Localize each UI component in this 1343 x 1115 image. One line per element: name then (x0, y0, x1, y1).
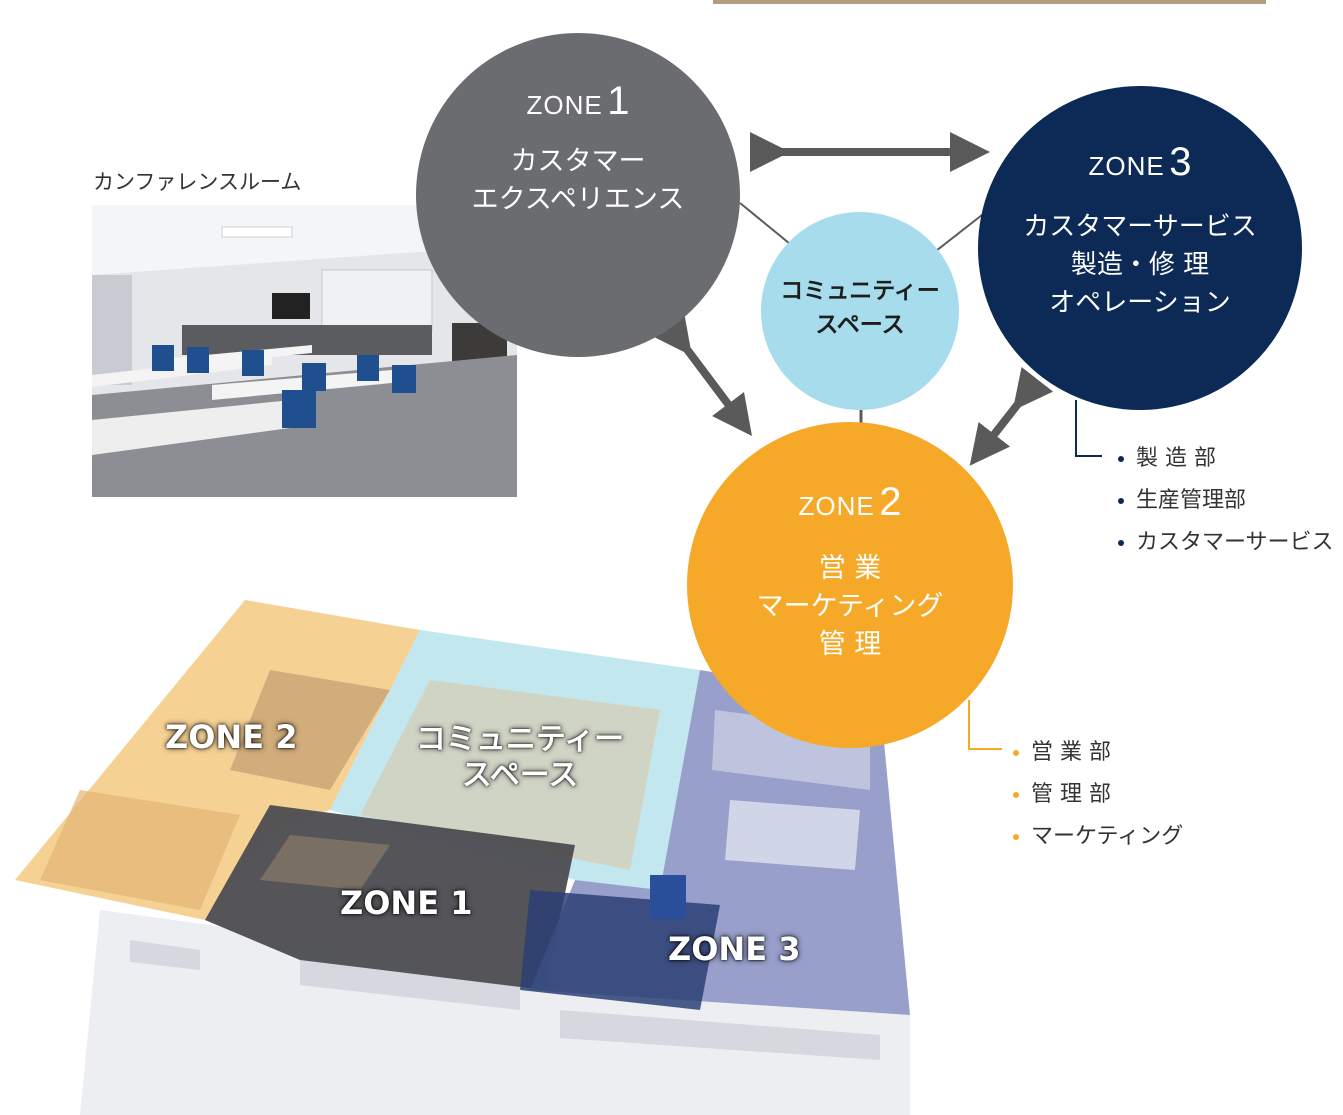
top-decorative-bar (713, 0, 1266, 4)
plan-zone3-label: ZONE 3 (668, 930, 801, 968)
zone3-description: カスタマーサービス 製造・修 理 オペレーション (1023, 212, 1257, 318)
zone2-dept-item: 営 業 部 (1013, 734, 1111, 766)
zone3-dept-item: 生産管理部 (1118, 482, 1246, 514)
community-circle: コミュニティー スペース (761, 212, 959, 410)
zone3-dept-item: 製 造 部 (1118, 440, 1216, 472)
zone1-heading: ZONE 1 (526, 79, 630, 123)
zone2-description: 営 業 マーケティング 管 理 (756, 553, 944, 660)
zone2-circle: ZONE 2 営 業 マーケティング 管 理 (687, 422, 1013, 748)
zone1-description: カスタマー エクスペリエンス (471, 146, 685, 215)
community-description: コミュニティー スペース (780, 278, 940, 338)
zone3-heading: ZONE 3 (1088, 140, 1192, 184)
plan-zone1-label: ZONE 1 (340, 884, 473, 922)
photo-caption: カンファレンスルーム (93, 170, 302, 194)
zone2-dept-bracket (968, 700, 1002, 750)
zone2-dept-item: 管 理 部 (1013, 776, 1111, 808)
zone2-heading: ZONE 2 (798, 480, 902, 524)
arrow-zone1-zone2 (652, 312, 752, 436)
zone3-dept-bracket (1075, 400, 1102, 457)
zone3-dept-item: カスタマーサービス (1118, 524, 1334, 556)
zone1-circle: ZONE 1 カスタマー エクスペリエンス (416, 33, 740, 357)
arrow-zone3-zone2 (969, 366, 1054, 466)
zone3-circle: ZONE 3 カスタマーサービス 製造・修 理 オペレーション (978, 86, 1302, 410)
floor-plan-illustration (15, 600, 910, 1115)
zone2-dept-item: マーケティング (1013, 818, 1183, 850)
plan-zone2-label: ZONE 2 (165, 718, 298, 756)
plan-community-label: コミュニティー スペース (415, 722, 625, 793)
